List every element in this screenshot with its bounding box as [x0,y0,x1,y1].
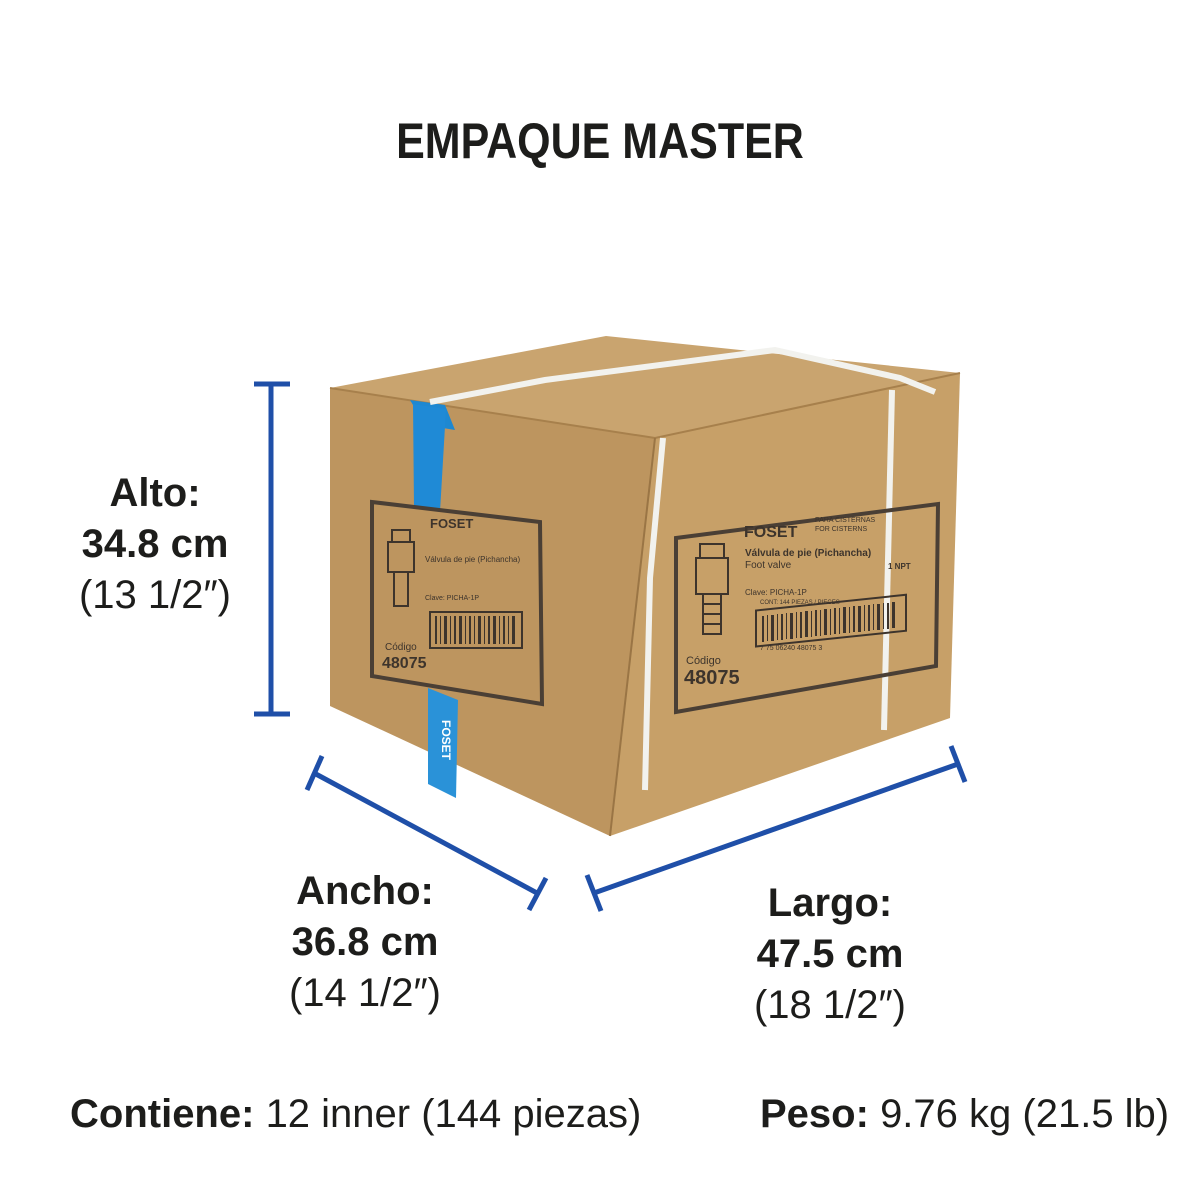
label-codigo-label: Código [686,655,721,667]
left-label-product: Válvula de pie (Pichancha) [425,555,521,564]
label-barcode-digits: 7 75 06240 48075 3 [760,645,822,652]
dimension-alto: Alto: 34.8 cm (13 1/2″) [40,468,270,620]
barcode [762,602,895,642]
left-label-codigo-label: Código [385,642,417,653]
largo-value: 47.5 cm [756,931,904,976]
label-clave: Clave: PICHA-1P [745,588,807,597]
left-label-codigo: 48075 [382,655,427,672]
dimension-line-ancho [304,754,549,912]
peso-label: Peso: [760,1092,869,1136]
blue-tape-side [413,404,446,512]
strap [429,346,937,405]
label-product: Válvula de pie (Pichancha) [745,548,871,559]
label-tag-en: FOR CISTERNS [815,526,867,533]
box-right-face [610,373,960,836]
largo-label: Largo: [767,881,893,925]
ancho-value: 36.8 cm [291,919,439,964]
contiene-label: Contiene: [70,1092,255,1136]
label-product-en: Foot valve [745,560,792,571]
blue-tape-bottom [428,688,458,798]
tape-text: FOSET [439,720,453,761]
dimension-line-largo [584,745,968,912]
label-size: 1 NPT [888,562,911,571]
left-label-clave: Clave: PICHA-1P [425,595,479,602]
left-label-brand: FOSET [430,516,473,531]
box-top-face [330,336,960,438]
valve-icon [695,543,729,635]
peso-info: Peso: 9.76 kg (21.5 lb) [760,1092,1169,1137]
dimension-largo: Largo: 47.5 cm (18 1/2″) [700,878,960,1030]
peso-value: 9.76 kg (21.5 lb) [880,1092,1170,1136]
alto-imperial: (13 1/2″) [78,572,231,617]
ancho-label: Ancho: [296,869,434,913]
alto-value: 34.8 cm [81,521,229,566]
contiene-value: 12 inner (144 piezas) [265,1092,642,1136]
alto-label: Alto: [109,471,201,515]
label-tag: PARA CISTERNAS [815,517,875,524]
dimension-line-alto [254,381,290,717]
box-label-left: FOSET Válvula de pie (Pichancha) Clave: … [370,499,545,707]
contiene-info: Contiene: 12 inner (144 piezas) [70,1092,641,1137]
label-codigo: 48075 [684,667,740,689]
ancho-imperial: (14 1/2″) [288,970,441,1015]
label-cont: CONT: 144 PIEZAS / PIECES [760,600,840,606]
page-title: EMPAQUE MASTER [396,113,804,169]
box-label-right: FOSET PARA CISTERNAS FOR CISTERNS Válvul… [674,501,941,715]
dimension-ancho: Ancho: 36.8 cm (14 1/2″) [240,866,490,1018]
left-valve-icon [387,529,415,607]
label-brand: FOSET [744,524,798,541]
largo-imperial: (18 1/2″) [753,982,906,1027]
